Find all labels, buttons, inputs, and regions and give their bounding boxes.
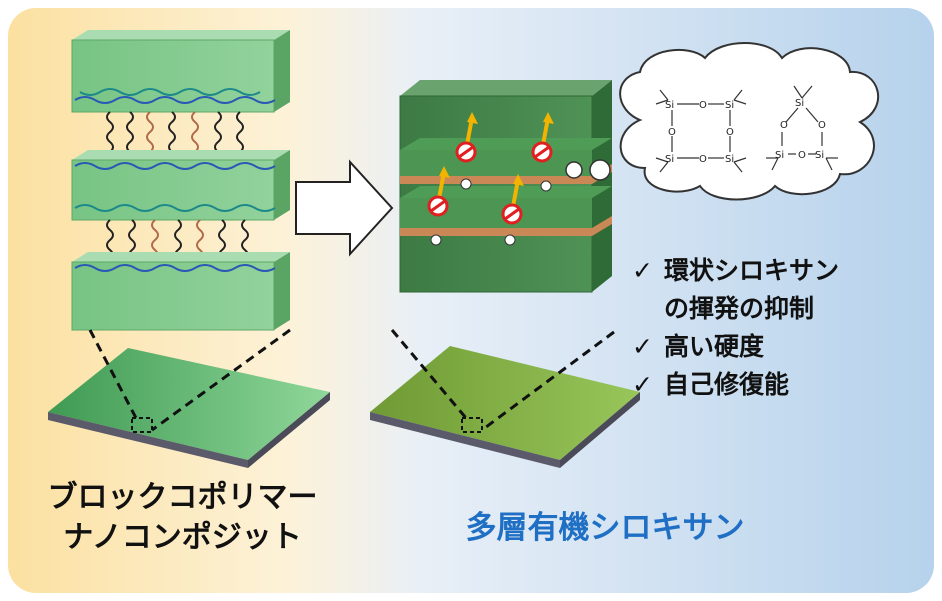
svg-text:O: O xyxy=(726,127,734,138)
property-continuation: の揮発の抑制 xyxy=(664,294,815,323)
left-block-3 xyxy=(71,252,290,331)
siloxane-ring-d4: Si Si Si Si O O O O xyxy=(655,89,747,173)
svg-text:Si: Si xyxy=(775,150,784,161)
svg-text:Si: Si xyxy=(725,100,734,111)
left-block-1 xyxy=(71,30,290,113)
blocked-volatile-icon xyxy=(455,112,478,190)
svg-text:O: O xyxy=(798,150,806,161)
svg-text:Si: Si xyxy=(665,154,674,165)
volatile-blocked-markers xyxy=(427,112,611,246)
svg-text:Si: Si xyxy=(665,100,674,111)
siloxane-ring-d3: Si Si Si O O O xyxy=(766,85,838,171)
svg-text:O: O xyxy=(699,100,707,111)
property-list: ✓ 環状シロキサン の揮発の抑制 ✓ 高い硬度 ✓ 自己修復能 xyxy=(632,252,839,404)
property-text: 環状シロキサン xyxy=(664,256,840,285)
left-caption-line-2: ナノコンポジット xyxy=(63,520,302,555)
property-item: ✓ 高い硬度 xyxy=(632,328,839,366)
blocked-volatile-icon xyxy=(501,174,524,246)
check-icon: ✓ xyxy=(632,332,653,361)
cyclic-siloxane-cloud xyxy=(619,42,879,201)
svg-text:Si: Si xyxy=(815,150,824,161)
svg-text:O: O xyxy=(699,154,707,165)
svg-text:O: O xyxy=(668,127,676,138)
svg-text:Si: Si xyxy=(725,154,734,165)
polymer-chains-upper xyxy=(74,88,276,163)
right-material-caption: 多層有機シロキサン xyxy=(465,510,745,546)
siloxane-band-2 xyxy=(400,216,612,236)
property-item: ✓ 環状シロキサン xyxy=(632,252,839,290)
check-icon: ✓ xyxy=(632,256,653,285)
siloxane-band-1 xyxy=(400,164,612,184)
thought-bubble-small xyxy=(565,161,583,179)
right-film-plate xyxy=(370,329,640,468)
svg-text:O: O xyxy=(818,120,826,131)
property-item: ✓ 自己修復能 xyxy=(632,366,839,404)
property-text: 自己修復能 xyxy=(664,370,790,399)
left-material-caption: ブロックコポリマー ナノコンポジット xyxy=(0,478,365,558)
check-icon: ✓ xyxy=(632,370,653,399)
right-multilayer-block xyxy=(399,80,612,293)
svg-text:Si: Si xyxy=(795,98,804,109)
blocked-volatile-icon xyxy=(427,166,450,246)
left-layer-stack xyxy=(71,30,290,331)
left-film-plate xyxy=(48,328,330,468)
svg-text:O: O xyxy=(780,120,788,131)
left-caption-line-1: ブロックコポリマー xyxy=(47,480,318,515)
transition-arrow xyxy=(295,159,394,257)
thought-bubble-medium xyxy=(589,159,611,181)
property-text: 高い硬度 xyxy=(664,332,765,361)
blocked-volatile-icon xyxy=(531,112,554,192)
